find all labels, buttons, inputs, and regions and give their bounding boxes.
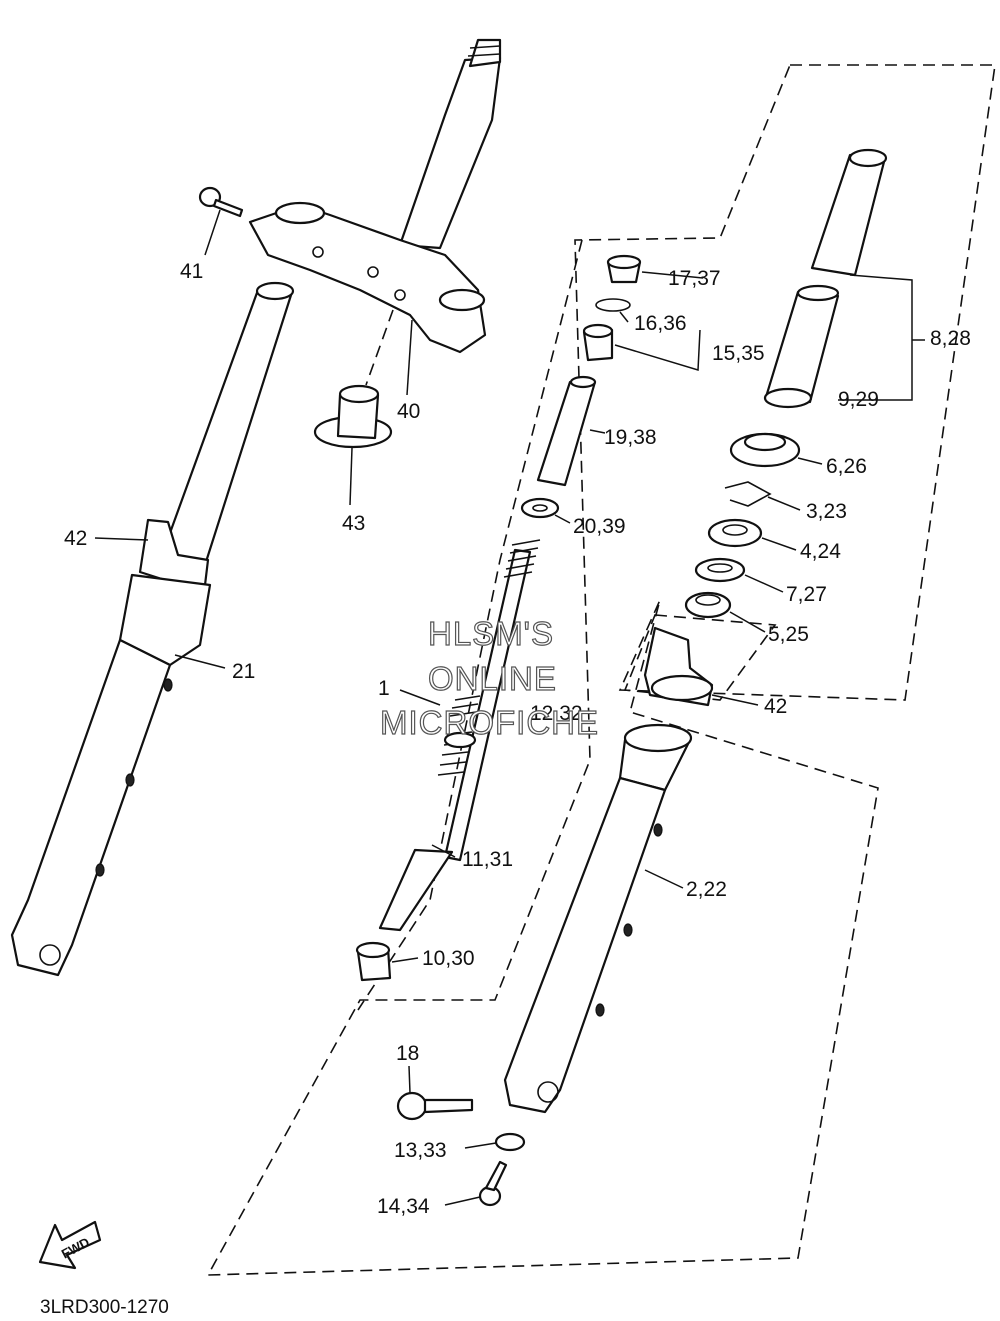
cap-17-37 <box>606 254 642 284</box>
spacer-19-38 <box>536 375 597 487</box>
right-outer-tube-assembly <box>396 723 693 1207</box>
under-bracket <box>248 203 487 354</box>
tube-8-28 <box>810 148 888 277</box>
spring-rod-assembly <box>378 539 541 932</box>
bolt-14-34 <box>478 1160 508 1207</box>
callout-42-right: 42 <box>764 695 787 718</box>
callout-13-33: 13,33 <box>394 1139 447 1162</box>
watermark-line-1: HLSM'S <box>428 615 554 652</box>
callout-10-30: 10,30 <box>422 947 475 970</box>
bushing-5-25 <box>684 591 732 619</box>
callout-8-28: 8,28 <box>930 327 971 350</box>
tube-9-29 <box>763 284 840 409</box>
collar-43 <box>313 384 393 449</box>
callout-4-24: 4,24 <box>800 540 841 563</box>
watermark: HLSM'S ONLINE MICROFICHE <box>379 614 599 741</box>
callout-15-35: 15,35 <box>712 342 765 365</box>
right-outer-tube <box>503 776 667 1114</box>
callout-14-34: 14,34 <box>377 1195 430 1218</box>
seal-4-24 <box>707 518 763 548</box>
callout-43: 43 <box>342 512 365 535</box>
left-inner-tube <box>160 288 294 567</box>
oil-lock-10-30 <box>355 941 392 982</box>
callout-labels: 41 40 43 42 21 1 17,37 16,36 15,35 19,38… <box>64 260 971 1218</box>
callout-41: 41 <box>180 260 203 283</box>
callout-40: 40 <box>397 400 420 423</box>
inner-dashed-group <box>357 239 583 1011</box>
seal-6-26 <box>729 432 801 468</box>
callout-16-36: 16,36 <box>634 312 687 335</box>
dust-seal-42-left <box>138 518 210 587</box>
callout-1: 1 <box>378 677 390 700</box>
callout-6-26: 6,26 <box>826 455 867 478</box>
left-fork-assembly <box>10 281 295 977</box>
damper-parts <box>355 254 642 982</box>
callout-9-29: 9,29 <box>838 388 879 411</box>
callout-12-32: 12,32 <box>530 702 583 725</box>
seal-parts <box>643 148 888 707</box>
callout-7-27: 7,27 <box>786 583 827 606</box>
watermark-line-2: ONLINE <box>428 660 557 697</box>
oring-16-36 <box>595 298 631 312</box>
leader-lines <box>94 209 925 1206</box>
washer-13-33 <box>494 1132 526 1152</box>
callout-11-31: 11,31 <box>462 848 513 871</box>
callout-18: 18 <box>396 1042 419 1065</box>
callout-21: 21 <box>232 660 255 683</box>
callout-17-37: 17,37 <box>668 267 721 290</box>
diagram-code: 3LRD300-1270 <box>40 1297 169 1318</box>
bolt-41 <box>198 186 244 218</box>
fwd-arrow-icon: FWD <box>38 1220 102 1270</box>
seal-dashed-group <box>623 614 777 701</box>
left-outer-tube-top <box>118 573 212 667</box>
damper-rod-11-31 <box>378 848 454 932</box>
callout-2-22: 2,22 <box>686 878 727 901</box>
watermark-line-3: MICROFICHE <box>380 704 599 741</box>
stem-thread <box>468 38 502 68</box>
left-outer-tube <box>10 638 172 977</box>
dust-seal-42-right <box>643 626 714 707</box>
callout-5-25: 5,25 <box>768 623 809 646</box>
washer-20-39 <box>520 497 560 519</box>
bolt-18 <box>396 1091 474 1121</box>
callout-3-23: 3,23 <box>806 500 847 523</box>
washer-7-27 <box>694 557 746 583</box>
clip-3-23 <box>724 481 772 507</box>
callout-20-39: 20,39 <box>573 515 626 538</box>
steering-stem <box>398 56 502 250</box>
callout-19-38: 19,38 <box>604 426 657 449</box>
plug-15-35 <box>582 323 614 362</box>
steering-stem-assembly <box>198 38 502 449</box>
callout-42-left: 42 <box>64 527 87 550</box>
